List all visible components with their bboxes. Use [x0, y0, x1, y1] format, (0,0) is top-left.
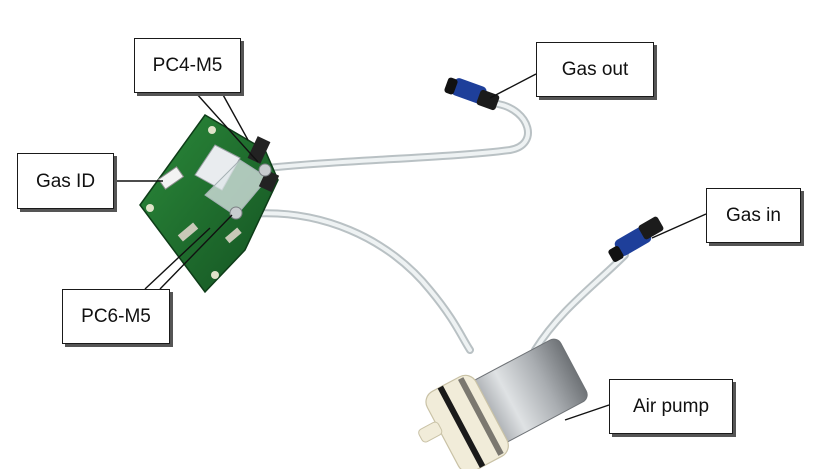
air-pump-label: Air pump	[609, 379, 733, 434]
air-pump	[418, 338, 588, 469]
gas-in-fitting	[608, 216, 664, 262]
pc4-m5-label: PC4-M5	[134, 38, 241, 93]
leader-lines	[114, 73, 707, 421]
gas-out-label: Gas out	[536, 42, 654, 97]
pc6-m5-label: PC6-M5	[62, 289, 170, 344]
tubing	[234, 100, 629, 354]
gas-out-fitting	[444, 77, 500, 111]
gas-id-label: Gas ID	[17, 153, 114, 209]
gas-in-label: Gas in	[706, 188, 801, 243]
pcb-board	[139, 114, 280, 294]
